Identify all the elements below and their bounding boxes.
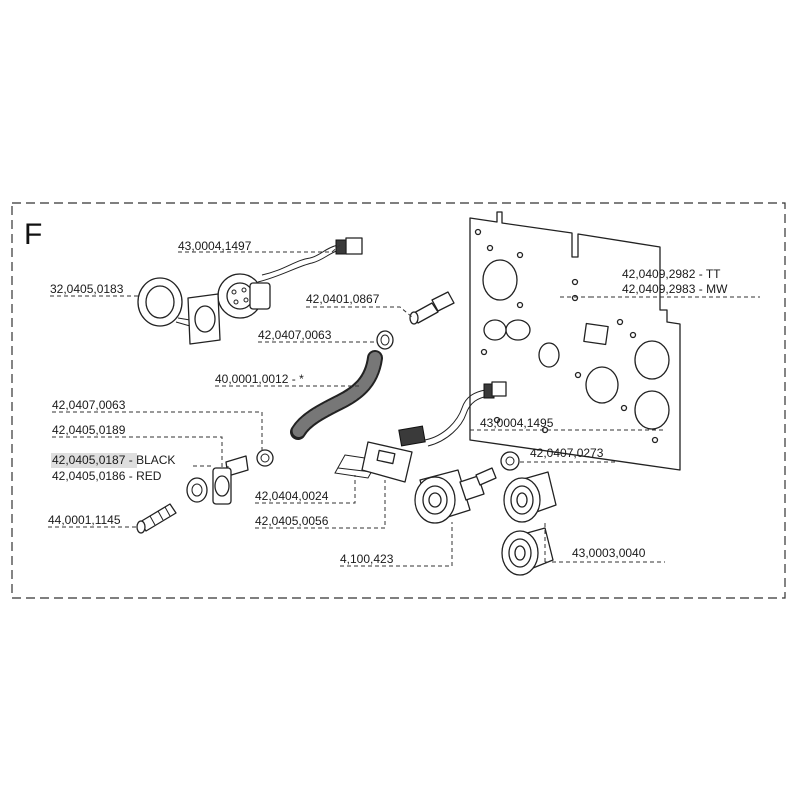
front-panel-plate bbox=[469, 211, 681, 471]
label-cover-cap: 32,0405,0183 bbox=[50, 282, 124, 296]
label-socket-red: 42,0405,0186 - RED bbox=[52, 469, 162, 483]
cable-harness-1497 bbox=[217, 237, 363, 319]
socket-black-number: 42,0405,0187 bbox=[52, 453, 126, 467]
hose bbox=[290, 350, 383, 440]
label-nut-0189: 42,0405,0189 bbox=[52, 423, 126, 437]
label-nipple: 44,0001,1145 bbox=[48, 513, 121, 527]
label-socket-black: 42,0405,0187 - BLACK bbox=[52, 453, 175, 467]
label-coupling: 4,100,423 bbox=[340, 552, 394, 566]
socket-assembly bbox=[212, 455, 249, 505]
label-holder: 42,0405,0056 bbox=[255, 514, 329, 528]
label-clamp-left: 42,0407,0063 bbox=[52, 398, 126, 412]
label-spring-clip: 42,0404,0024 bbox=[255, 489, 329, 503]
label-cable-1497: 43,0004,1497 bbox=[178, 239, 252, 253]
section-letter: F bbox=[24, 218, 42, 251]
coupling bbox=[414, 467, 497, 524]
label-clamp-0273: 42,0407,0273 bbox=[530, 446, 604, 460]
nut-ring bbox=[186, 477, 208, 503]
connector-holder bbox=[361, 441, 413, 483]
label-pin-0867: 42,0401,0867 bbox=[306, 292, 380, 306]
coupling-pair bbox=[501, 471, 557, 576]
contact-pin bbox=[409, 291, 455, 325]
hose-clamp-top bbox=[376, 330, 394, 350]
label-coupling-pair: 43,0003,0040 bbox=[572, 546, 646, 560]
socket-black-suffix: - BLACK bbox=[125, 453, 175, 467]
hose-clamp-0273 bbox=[500, 451, 520, 471]
label-plate-mw: 42,0409,2983 - MW bbox=[622, 282, 728, 296]
hose-nipple bbox=[136, 503, 177, 534]
clamp-left bbox=[256, 449, 274, 467]
label-plate-tt: 42,0409,2982 - TT bbox=[622, 267, 721, 281]
protective-cover-cap bbox=[137, 277, 221, 345]
label-clamp-top: 42,0407,0063 bbox=[258, 328, 332, 342]
cable-harness-1495 bbox=[398, 381, 507, 447]
highlight-socket-black bbox=[51, 453, 137, 468]
label-hose: 40,0001,0012 - * bbox=[215, 372, 304, 386]
section-frame bbox=[11, 202, 786, 599]
label-cable-1495: 43,0004,1495 bbox=[480, 416, 554, 430]
